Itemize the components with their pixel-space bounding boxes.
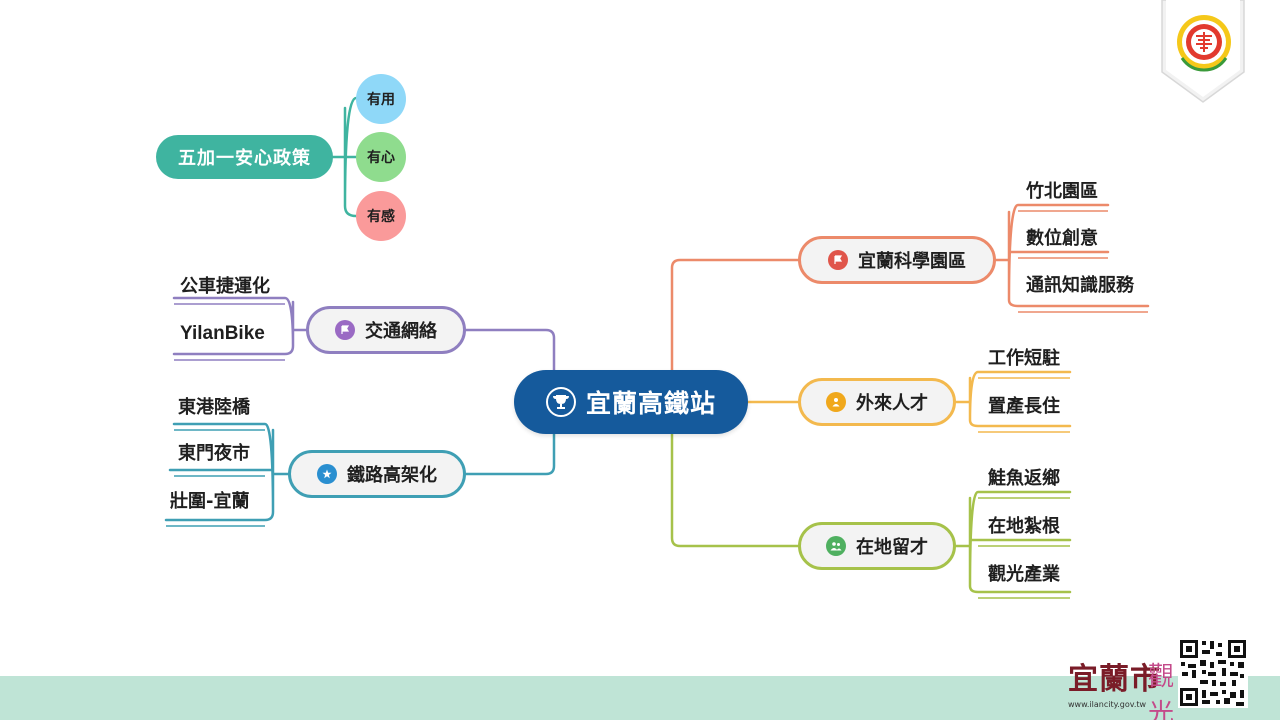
brand-name: 宜蘭市 — [1068, 662, 1161, 697]
leaf-local-3[interactable]: 觀光產業 — [988, 564, 1060, 585]
policy-item-feel[interactable]: 有感 — [356, 191, 406, 241]
leaf-rail-2[interactable]: 東門夜市 — [178, 443, 250, 464]
rail-leaf-bracket — [164, 422, 290, 522]
qr-code[interactable] — [1178, 638, 1248, 708]
policy-connector — [331, 96, 358, 218]
talent-leaf-bracket — [954, 370, 1072, 428]
science-park-connector — [670, 258, 800, 372]
leaf-science-park-3[interactable]: 通訊知識服務 — [1026, 275, 1134, 296]
leaf-rail-3[interactable]: 壯圍-宜蘭 — [170, 491, 250, 512]
transit-connector — [464, 328, 556, 372]
policy-label: 五加一安心政策 — [178, 148, 311, 169]
footer-band — [0, 676, 1280, 720]
star-icon — [317, 464, 337, 484]
leaf-transit-1[interactable]: 公車捷運化 — [180, 276, 270, 297]
city-emblem — [1160, 0, 1246, 104]
branch-talent[interactable]: 外來人才 — [798, 378, 956, 426]
transit-leaf-bracket — [172, 296, 308, 356]
leaf-local-2[interactable]: 在地紮根 — [988, 516, 1060, 537]
branch-science-park[interactable]: 宜蘭科學園區 — [798, 236, 996, 284]
leaf-talent-2[interactable]: 置產長住 — [988, 396, 1060, 417]
center-node[interactable]: 宜蘭高鐵站 — [514, 370, 748, 434]
trophy-icon — [545, 387, 576, 417]
leaf-science-park-2[interactable]: 數位創意 — [1026, 228, 1098, 249]
rail-connector — [464, 432, 556, 476]
policy-item-heart[interactable]: 有心 — [356, 132, 406, 182]
science-park-leaf-bracket — [994, 203, 1150, 308]
leaf-talent-1[interactable]: 工作短駐 — [988, 348, 1060, 369]
center-label: 宜蘭高鐵站 — [585, 389, 716, 418]
leaf-science-park-1[interactable]: 竹北園區 — [1026, 181, 1098, 202]
branch-rail[interactable]: 鐵路高架化 — [288, 450, 466, 498]
city-brand-logo: 宜蘭市 觀光 www.ilancity.gov.tw — [1068, 650, 1178, 720]
flag-icon — [828, 250, 848, 270]
local-leaf-bracket — [954, 490, 1072, 594]
person-icon — [826, 392, 846, 412]
branch-local[interactable]: 在地留才 — [798, 522, 956, 570]
brand-secondary: 觀光 — [1148, 662, 1175, 720]
policy-item-useful[interactable]: 有用 — [356, 74, 406, 124]
leaf-local-1[interactable]: 鮭魚返鄉 — [988, 468, 1060, 489]
branch-transit[interactable]: 交通網絡 — [306, 306, 466, 354]
local-connector — [670, 432, 800, 548]
leaf-rail-1[interactable]: 東港陸橋 — [178, 397, 250, 418]
leaf-transit-2[interactable]: YilanBike — [180, 323, 265, 344]
brand-url: www.ilancity.gov.tw — [1068, 700, 1147, 709]
people-icon — [826, 536, 846, 556]
flag-icon — [335, 320, 355, 340]
policy-node[interactable]: 五加一安心政策 — [156, 135, 333, 179]
